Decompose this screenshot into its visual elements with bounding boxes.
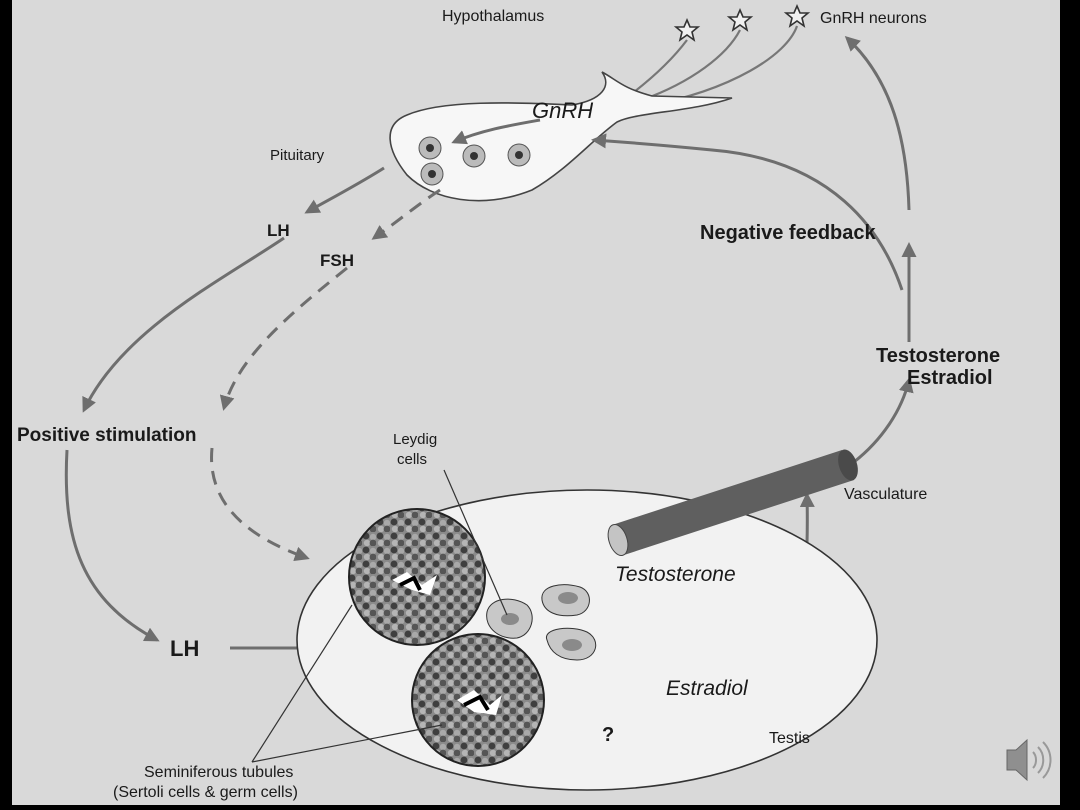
vasculature-vessel: [607, 449, 858, 556]
testosterone-estradiol-label-line1: Testosterone: [876, 345, 1000, 367]
seminiferous-tubule-2: [411, 633, 545, 767]
positive-stimulation-label: Positive stimulation: [17, 425, 196, 446]
gnrh-neurons-label: GnRH neurons: [820, 10, 927, 27]
fsh-label: FSH: [320, 251, 354, 270]
gnrh-label: GnRH: [532, 98, 593, 123]
testosterone-estradiol-label-line2: Estradiol: [907, 367, 993, 389]
leydig-cells: [486, 584, 597, 661]
leydig-label-line1: Leydig: [393, 431, 437, 448]
speaker-icon[interactable]: [1006, 738, 1052, 782]
lh-top-label: LH: [267, 221, 290, 240]
question-mark-label: ?: [602, 724, 614, 746]
seminiferous-label-line1: Seminiferous tubules: [144, 764, 293, 781]
vasculature-label: Vasculature: [844, 486, 927, 503]
hpg-axis-diagram: Hypothalamus GnRH neurons GnRH Pituitary…: [17, 3, 1052, 801]
pituitary-label: Pituitary: [270, 147, 325, 164]
neuron-axons: [633, 25, 799, 108]
neuron-icon-3: [783, 3, 811, 28]
seminiferous-label-line2: (Sertoli cells & germ cells): [113, 784, 298, 801]
hypothalamus-label: Hypothalamus: [442, 8, 544, 25]
negative-feedback-label: Negative feedback: [700, 222, 877, 244]
pituitary-gland: [389, 71, 733, 202]
pituitary-cells: [418, 136, 531, 186]
pointer-lines: [251, 469, 508, 763]
gnrh-neuron-icons: [673, 3, 811, 42]
neuron-icon-2: [726, 7, 754, 32]
lh-bottom-label: LH: [170, 636, 199, 661]
seminiferous-tubule-1: [348, 508, 486, 646]
leydig-label-line2: cells: [397, 451, 427, 468]
estradiol-label: Estradiol: [666, 677, 749, 700]
testis-label: Testis: [769, 730, 810, 747]
testosterone-label: Testosterone: [615, 563, 736, 586]
diagram-panel: Hypothalamus GnRH neurons GnRH Pituitary…: [12, 0, 1060, 805]
neuron-icon-1: [673, 17, 701, 42]
